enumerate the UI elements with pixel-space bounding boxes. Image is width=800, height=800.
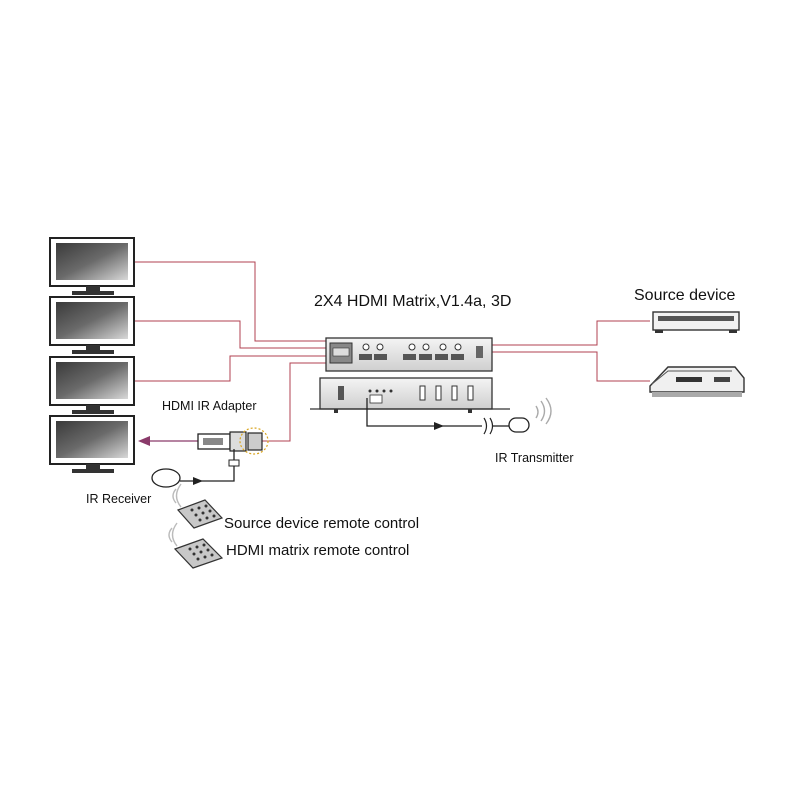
matrix-title: 2X4 HDMI Matrix,V1.4a, 3D	[314, 293, 512, 310]
ir-transmitter	[366, 397, 552, 435]
hdmi-matrix-port-panel	[325, 337, 493, 372]
display-3	[49, 356, 135, 414]
cable-display-2	[134, 320, 330, 349]
ir-wave-icon	[535, 397, 552, 425]
hdmi-ir-adapter	[138, 427, 269, 455]
ir-transmitter-label: IR Transmitter	[495, 451, 574, 465]
source-device-label: Source device	[634, 287, 736, 304]
source-remote-control-icon	[172, 483, 224, 529]
cable-source-1	[492, 320, 650, 346]
cable-ir-adapter	[262, 362, 330, 442]
cable-display-3	[134, 355, 330, 382]
game-console-icon	[649, 366, 745, 397]
source-remote-label: Source device remote control	[224, 515, 420, 532]
matrix-remote-label: HDMI matrix remote control	[226, 542, 410, 559]
hdmi-matrix-control-panel	[310, 377, 510, 413]
ir-receiver-label: IR Receiver	[86, 492, 152, 506]
display-2	[49, 296, 135, 354]
ir-receiver	[151, 449, 240, 488]
cable-display-1	[134, 261, 330, 342]
display-4	[49, 415, 135, 473]
hdmi-ir-adapter-label: HDMI IR Adapter	[162, 399, 257, 413]
cable-source-2	[492, 351, 650, 382]
hdmi-cables	[134, 261, 650, 442]
display-1	[49, 237, 135, 295]
matrix-remote-control-icon	[168, 522, 224, 569]
bluray-player-icon	[652, 311, 740, 333]
